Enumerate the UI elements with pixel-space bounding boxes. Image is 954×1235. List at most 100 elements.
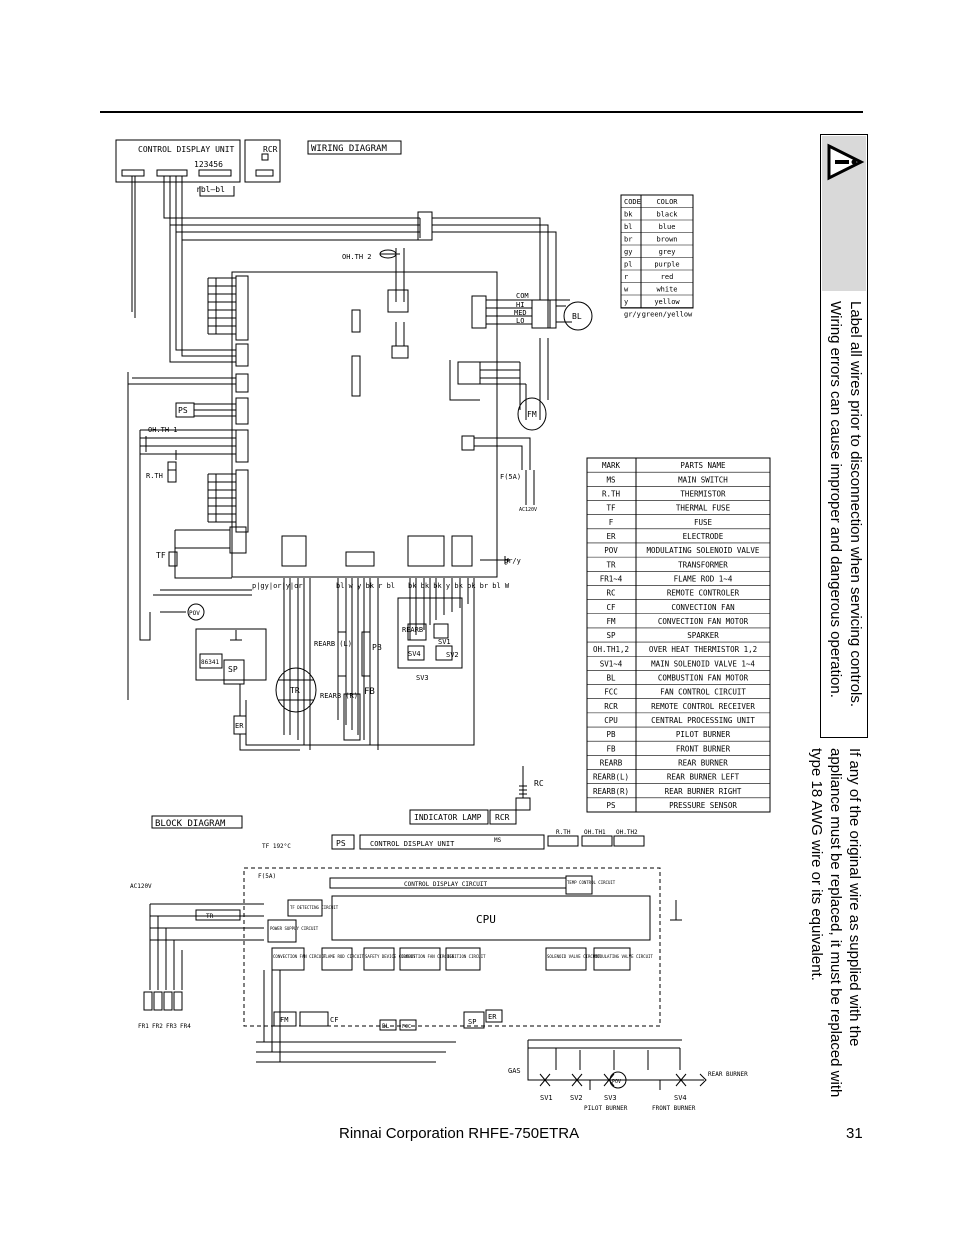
block-cf: CF bbox=[330, 1016, 338, 1024]
part-mark: CF bbox=[606, 603, 616, 612]
part-mark: RCR bbox=[604, 702, 618, 711]
color-name: yellow bbox=[654, 298, 680, 306]
color-code: gr/y bbox=[624, 311, 641, 319]
color-code: bl bbox=[624, 223, 632, 231]
rearb-label: REARB bbox=[402, 626, 423, 634]
block-ms: MS bbox=[494, 837, 502, 844]
part-mark: REARB bbox=[600, 759, 623, 768]
color-code: r bbox=[624, 273, 628, 281]
sv3-label: SV3 bbox=[416, 674, 429, 682]
part-name: REAR BURNER bbox=[678, 759, 728, 768]
block-f5a: F(5A) bbox=[258, 873, 276, 880]
part-mark: PS bbox=[606, 801, 616, 810]
block-title: BLOCK DIAGRAM bbox=[155, 819, 226, 829]
warning-line-1: Label all wires prior to disconnection w… bbox=[847, 301, 864, 708]
block-ps: PS bbox=[336, 839, 346, 848]
bl-label: BL bbox=[572, 312, 582, 321]
block-cdc: CONTROL DISPLAY CIRCUIT bbox=[404, 881, 487, 888]
part-name: COMBUSTION FAN MOTOR bbox=[658, 674, 749, 683]
note-line-2: appliance must be replaced, it must be r… bbox=[827, 748, 844, 1098]
indicator-lamp: INDICATOR LAMP bbox=[414, 813, 482, 822]
part-mark: R.TH bbox=[602, 489, 621, 498]
sv2-label: SV2 bbox=[446, 651, 459, 659]
warning-header bbox=[822, 136, 866, 291]
color-name: COLOR bbox=[656, 198, 678, 206]
part-mark: MARK bbox=[602, 461, 621, 470]
footer-page-number: 31 bbox=[846, 1125, 863, 1142]
fan-lo: LO bbox=[516, 317, 524, 325]
block-title-box bbox=[151, 815, 243, 829]
block-rear: REAR BURNER bbox=[708, 1071, 748, 1078]
block-sv2: SV2 bbox=[570, 1094, 583, 1102]
block-fr4: FR4 bbox=[180, 1023, 191, 1030]
part-name: MAIN SOLENOID VALVE 1~4 bbox=[651, 659, 755, 668]
rcr-box bbox=[244, 139, 281, 183]
block-gas: GAS bbox=[508, 1067, 521, 1075]
fan-med: MED bbox=[514, 309, 527, 317]
parts-rows: MARK PARTS NAME MS MAIN SWITCH R.TH THERMISTO… bbox=[587, 461, 770, 810]
sv1-label: SV1 bbox=[438, 638, 451, 646]
fm-motor bbox=[517, 397, 547, 431]
part-mark: TF bbox=[606, 504, 616, 513]
block-flame-rod: FLAME ROD CIRCUIT bbox=[323, 954, 365, 959]
block-fr3: FR3 bbox=[166, 1023, 177, 1030]
block-tf: TF 192°C bbox=[262, 843, 291, 850]
part-mark: MS bbox=[606, 475, 616, 484]
block-rc: RC bbox=[534, 779, 544, 788]
connector-f bbox=[345, 551, 375, 567]
pov-label: POV bbox=[189, 610, 200, 617]
color-code: y bbox=[624, 298, 628, 306]
block-power-supply: POWER SUPPLY CIRCUIT bbox=[270, 926, 319, 931]
color-name: grey bbox=[659, 248, 676, 256]
cdu-wires: rbl—bl bbox=[196, 185, 225, 194]
cdu-pins: 123456 bbox=[194, 160, 223, 169]
color-code-table bbox=[620, 194, 694, 309]
part-mark: FR1~4 bbox=[600, 574, 623, 583]
block-fr2: FR2 bbox=[152, 1023, 163, 1030]
block-cdu: CONTROL DISPLAY UNIT bbox=[370, 840, 455, 848]
connector-a bbox=[471, 295, 487, 329]
tf-label: TF bbox=[156, 551, 166, 560]
f5a-label: F(5A) bbox=[500, 473, 521, 481]
part-mark: REARB(R) bbox=[593, 787, 629, 796]
connector-b bbox=[457, 361, 481, 385]
part-mark: OH.TH1,2 bbox=[593, 645, 629, 654]
block-tr: TR bbox=[206, 913, 214, 920]
parts-table bbox=[586, 457, 771, 813]
rearb-l bbox=[337, 631, 347, 677]
ohth2-label: OH.TH 2 bbox=[342, 253, 372, 261]
warning-triangle-icon bbox=[827, 143, 865, 181]
block-sp: SP bbox=[468, 1018, 476, 1026]
part-mark: TR bbox=[606, 560, 616, 569]
color-name: brown bbox=[656, 236, 677, 244]
rearb-r-label: REARB (R) bbox=[320, 692, 358, 700]
part-name: FAN CONTROL CIRCUIT bbox=[660, 688, 746, 697]
block-pilot: PILOT BURNER bbox=[584, 1105, 628, 1112]
color-code: pl bbox=[624, 261, 632, 269]
block-sv1: SV1 bbox=[540, 1094, 553, 1102]
part-name: REMOTE CONTROLER bbox=[667, 589, 740, 598]
color-name: blue bbox=[659, 223, 676, 231]
connector-g bbox=[281, 535, 307, 567]
connector-86341: 86341 bbox=[201, 659, 219, 666]
note-line-1: If any of the original wire as supplied … bbox=[846, 748, 863, 1047]
note-line-3: type 18 AWG wire or its equivalent. bbox=[808, 748, 825, 981]
part-name: CONVECTION FAN bbox=[671, 603, 734, 612]
fb-label: FB bbox=[364, 687, 375, 697]
part-name: THERMISTOR bbox=[680, 489, 726, 498]
color-name: black bbox=[656, 211, 678, 219]
part-name: MAIN SWITCH bbox=[678, 475, 728, 484]
part-name: PARTS NAME bbox=[680, 461, 726, 470]
part-name: MODULATING SOLENOID VALVE bbox=[647, 546, 760, 555]
control-display-unit-box bbox=[115, 139, 241, 183]
block-rcr: RCR bbox=[495, 813, 510, 822]
cdu-label: CONTROL DISPLAY UNIT bbox=[138, 145, 235, 154]
block-comb-fan: COMBUSTION FAN CIRCUIT bbox=[401, 954, 455, 959]
part-name: OVER HEAT THERMISTOR 1,2 bbox=[649, 645, 757, 654]
bottom-wires-2: bl w y bk r bl bbox=[336, 582, 395, 590]
block-tf-detect: TF DETECTING CIRCUIT bbox=[290, 905, 339, 910]
controller-dashed-box bbox=[243, 867, 661, 1027]
wiring-title: WIRING DIAGRAM bbox=[311, 144, 387, 154]
block-cpu: CPU bbox=[476, 913, 496, 926]
